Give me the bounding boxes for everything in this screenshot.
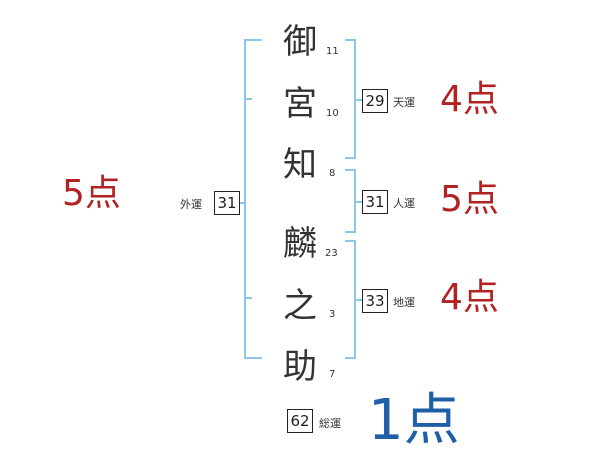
ten-un-label: 天運 [393,96,415,109]
jin-un-value: 31 [362,190,388,214]
name-char-4: 麟 [283,224,317,264]
chi-un-value: 33 [362,289,388,313]
jin-un-label: 人運 [393,197,415,210]
gai-un-value: 31 [214,191,240,215]
gai-un-label: 外運 [180,198,202,211]
stroke-count-3: 8 [329,168,336,179]
stroke-count-4: 23 [325,248,338,259]
sou-un-value: 62 [287,409,313,433]
name-char-5: 之 [283,286,317,326]
name-char-6: 助 [283,347,317,387]
name-char-1: 御 [283,22,317,62]
chi-un-label: 地運 [393,296,415,309]
outer-bracket [244,39,262,359]
stroke-count-5: 3 [329,309,336,320]
jin-bracket [345,169,356,233]
sou-un-score: 1点 [368,388,460,453]
gai-un-score: 5点 [62,173,121,214]
ten-bracket [345,39,356,159]
jin-un-score: 5点 [440,179,499,220]
ten-un-value: 29 [362,89,388,113]
ten-un-score: 4点 [440,79,499,120]
stroke-count-6: 7 [329,369,336,380]
sou-un-label: 総運 [319,417,341,430]
chi-un-score: 4点 [440,277,499,318]
name-char-3: 知 [283,145,317,185]
chi-bracket [345,240,356,359]
name-char-2: 宮 [283,84,317,124]
stroke-count-2: 10 [326,108,339,119]
stroke-count-1: 11 [326,46,339,57]
